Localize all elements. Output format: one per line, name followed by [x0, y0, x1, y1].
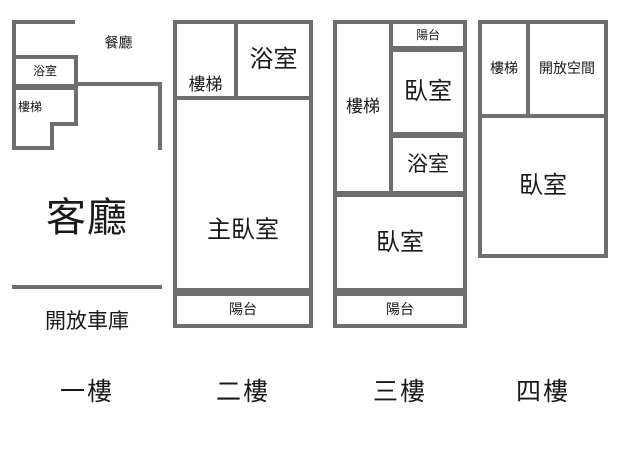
room-master-bedroom: 主臥室 — [173, 96, 313, 292]
room-master-bedroom-label: 主臥室 — [207, 215, 279, 244]
room-open-space-label: 開放空間 — [539, 60, 595, 77]
room-bathroom: 浴室 — [234, 20, 313, 100]
stairs-seam-mask — [16, 118, 50, 128]
room-open-space: 開放空間 — [526, 20, 608, 118]
room-stairs: 樓梯 — [478, 20, 530, 118]
room-bedroom: 臥室 — [478, 114, 608, 258]
room-stairs-label: 樓梯 — [188, 75, 223, 96]
room-open-garage: 開放車庫 — [12, 289, 162, 358]
room-bathroom-label: 浴室 — [407, 152, 449, 177]
room-bedroom-upper: 臥室 — [389, 48, 467, 136]
room-dining-label: 餐廳 — [104, 35, 133, 52]
floor-3-caption: 三樓 — [372, 377, 427, 406]
room-bedroom-lower-label: 臥室 — [376, 227, 424, 256]
room-stairs-label-wrap: 樓梯 — [18, 94, 74, 118]
room-open-garage-label: 開放車庫 — [45, 308, 129, 333]
floor-plan-2: 樓梯 浴室 主臥室 陽台 二樓 — [168, 0, 328, 406]
room-bathroom-label: 浴室 — [249, 45, 298, 74]
room-bathroom: 浴室 — [389, 134, 467, 195]
room-bathroom-label: 浴室 — [32, 64, 57, 79]
floor-2-caption: 二樓 — [215, 377, 270, 406]
floor-4-caption: 四樓 — [515, 377, 570, 406]
floor-plan-1: 餐廳 浴室 樓梯 客廳 開放車庫 一樓 — [0, 0, 175, 406]
room-bathroom: 浴室 — [12, 55, 78, 88]
room-balcony-top: 陽台 — [389, 20, 467, 50]
room-balcony-bottom: 陽台 — [333, 292, 467, 328]
room-stairs-label: 樓梯 — [346, 96, 380, 117]
room-dining: 餐廳 — [75, 20, 162, 86]
room-bedroom-label: 臥室 — [519, 171, 567, 200]
room-stairs-label: 樓梯 — [18, 99, 43, 114]
room-stairs-label: 樓梯 — [490, 60, 518, 77]
floor-plan-3: 樓梯 陽台 臥室 浴室 臥室 陽台 三樓 — [330, 0, 480, 406]
room-balcony: 陽台 — [173, 292, 313, 328]
room-balcony-top-label: 陽台 — [415, 27, 440, 42]
room-balcony-label: 陽台 — [229, 301, 257, 318]
room-living-label: 客廳 — [46, 194, 128, 241]
floor-1-caption: 一樓 — [59, 377, 114, 406]
room-stairs: 樓梯 — [333, 20, 393, 195]
room-bedroom-upper-label: 臥室 — [404, 77, 452, 106]
room-bedroom-lower: 臥室 — [333, 193, 467, 292]
room-balcony-bottom-label: 陽台 — [386, 301, 414, 318]
floor-plan-4: 樓梯 開放空間 臥室 四樓 — [478, 0, 640, 406]
room-living: 客廳 — [12, 150, 162, 289]
